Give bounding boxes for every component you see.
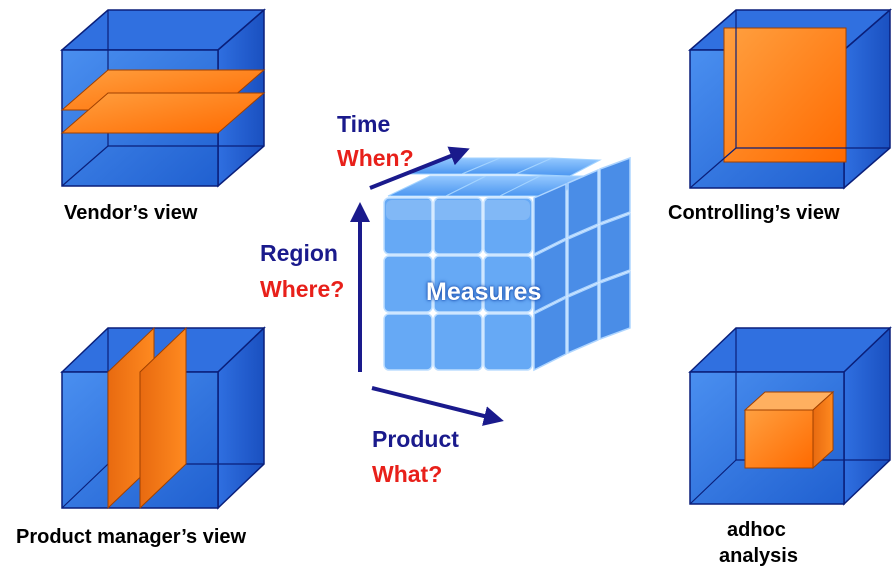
- product-axis-arrow: [371, 386, 504, 426]
- adhoc-analysis-label-line2: analysis: [719, 545, 798, 567]
- controlling-view-label: Controlling’s view: [668, 202, 840, 224]
- product-axis-name: Product: [372, 426, 459, 452]
- measures-label: Measures: [426, 278, 542, 306]
- vendor-view-label: Vendor’s view: [64, 202, 198, 224]
- vendor-view-cube: [59, 8, 267, 188]
- measures-cube: [383, 156, 631, 372]
- controlling-view-cube: [687, 8, 893, 190]
- time-axis-name: Time: [337, 111, 391, 137]
- region-axis-question: Where?: [260, 276, 345, 302]
- product-manager-view-cube: [60, 326, 266, 510]
- product-manager-view-label: Product manager’s view: [16, 526, 247, 548]
- adhoc-analysis-cube: [688, 326, 892, 506]
- time-axis-arrow: [369, 146, 470, 190]
- product-axis-question: What?: [372, 461, 443, 487]
- adhoc-analysis-label-line1: adhoc: [727, 519, 786, 541]
- time-axis-question: When?: [337, 145, 414, 171]
- region-axis-name: Region: [260, 240, 338, 266]
